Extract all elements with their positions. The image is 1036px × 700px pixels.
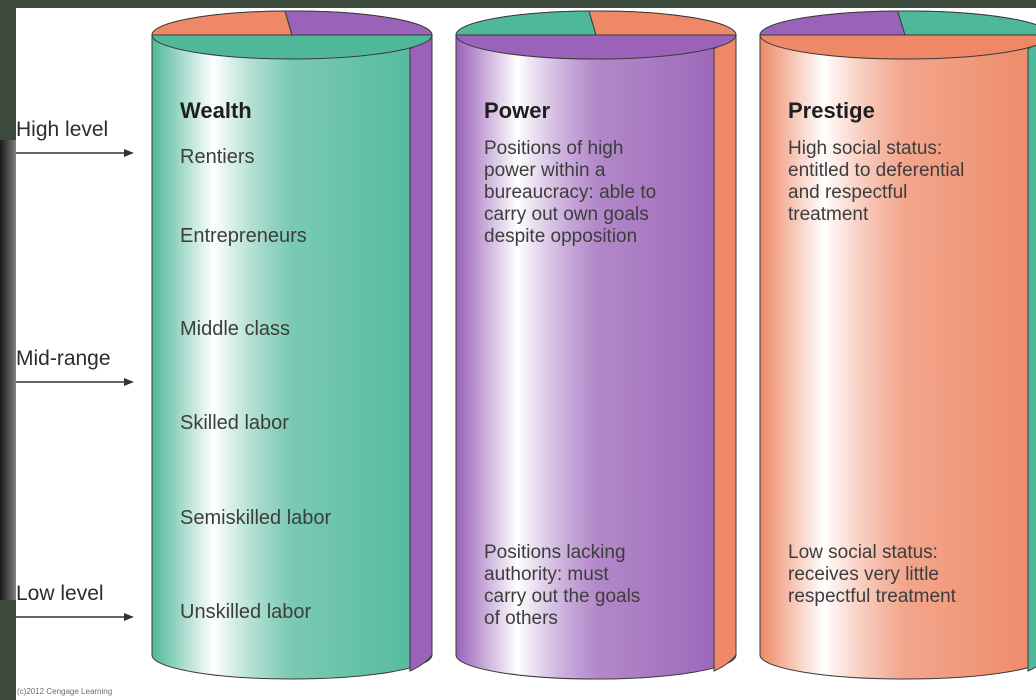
level-low-arrow-icon	[16, 613, 134, 621]
level-mid-label: Mid-range	[16, 347, 111, 370]
wealth-item: Semiskilled labor	[180, 507, 332, 529]
power-top-wedge-left	[455, 10, 597, 36]
wealth-item: Skilled labor	[180, 412, 289, 434]
prestige-low-text: Low social status: receives very little …	[788, 542, 956, 607]
wealth-top-wedge-left	[151, 10, 293, 36]
level-high-label: High level	[16, 118, 109, 141]
power-column: Power Positions of high power within a b…	[484, 98, 714, 248]
level-mid-arrow-icon	[16, 378, 134, 386]
power-top-wedge-right	[588, 10, 737, 36]
wealth-top-wedge-right	[284, 10, 433, 36]
level-high-arrow-icon	[16, 149, 134, 157]
wealth-title: Wealth	[180, 98, 252, 123]
level-mid: Mid-range	[16, 347, 146, 387]
power-low-text: Positions lacking authority: must carry …	[484, 542, 641, 629]
prestige-column: Prestige High social status: entitled to…	[788, 98, 1028, 226]
power-title: Power	[484, 98, 551, 123]
wealth-item: Unskilled labor	[180, 601, 312, 623]
wealth-cylinder-side	[409, 34, 433, 672]
prestige-top-wedge-right	[897, 10, 1036, 36]
copyright-credit: (c)2012 Cengage Learning	[17, 687, 113, 696]
prestige-title: Prestige	[788, 98, 875, 123]
power-cylinder-side	[713, 34, 737, 672]
power-low-block: Positions lacking authority: must carry …	[484, 542, 714, 630]
wealth-item: Rentiers	[180, 146, 255, 168]
prestige-high-text: High social status: entitled to deferent…	[788, 138, 965, 225]
prestige-cylinder-side	[1027, 43, 1036, 672]
prestige-cylinder-body	[759, 34, 1036, 680]
prestige-top-wedge-left	[759, 10, 906, 36]
level-low-label: Low level	[16, 582, 104, 605]
power-high-text: Positions of high power within a bureauc…	[484, 138, 657, 247]
level-low: Low level	[16, 582, 146, 622]
prestige-low-block: Low social status: receives very little …	[788, 542, 1028, 608]
wealth-item: Middle class	[180, 318, 291, 340]
level-high: High level	[16, 118, 146, 158]
wealth-column: Wealth Rentiers Entrepreneurs Middle cla…	[180, 98, 420, 658]
wealth-item: Entrepreneurs	[180, 225, 307, 247]
